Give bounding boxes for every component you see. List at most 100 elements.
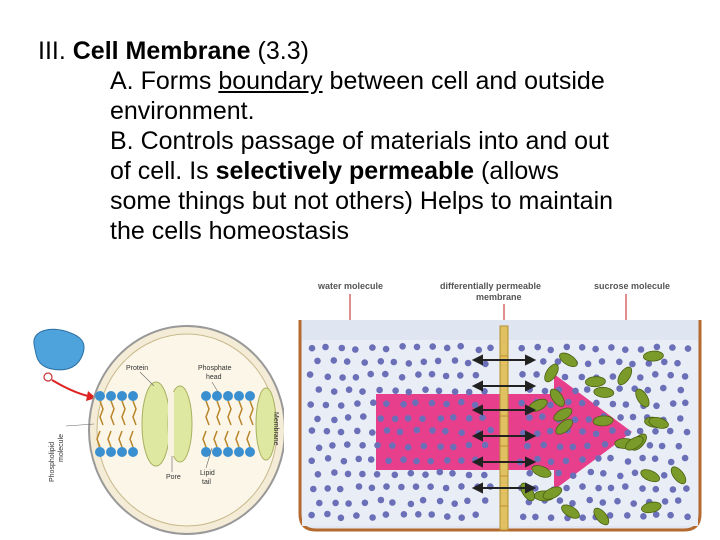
point-b-line-2: of cell. Is selectively permeable (allow… (38, 156, 698, 186)
water-molecule (684, 513, 691, 521)
water-molecule (563, 343, 571, 351)
water-molecule (532, 513, 539, 521)
bold-term: selectively permeable (215, 157, 475, 185)
water-molecule (419, 415, 426, 423)
water-molecule (428, 370, 436, 378)
water-molecule (344, 470, 352, 478)
label-diff-permeable-1: differentially permeable (440, 281, 541, 291)
water-molecule (377, 415, 384, 422)
water-molecule (377, 358, 385, 365)
water-molecule (667, 511, 674, 519)
water-molecule (540, 358, 547, 365)
water-molecule (518, 344, 525, 352)
water-molecule (435, 387, 443, 395)
water-molecule (609, 373, 617, 380)
label-phospholipid-1: Phospholipid (49, 442, 56, 482)
membrane-diagram: Protein Phosphate head Pore Lipid tail M… (33, 325, 284, 535)
sucrose-molecule (670, 466, 687, 485)
water-molecule (579, 483, 586, 490)
water-molecule (389, 442, 396, 449)
label-membrane: Membrane (272, 412, 279, 446)
water-molecule (482, 360, 489, 368)
water-molecule (382, 345, 390, 353)
water-molecule (617, 414, 624, 421)
water-molecules (306, 342, 692, 522)
water-molecule (629, 360, 636, 368)
sucrose-molecule (585, 376, 606, 388)
water-molecule (352, 374, 360, 381)
water-molecule (518, 399, 525, 407)
cell-icon (33, 328, 85, 371)
water-molecule (324, 373, 332, 381)
water-molecule (472, 511, 479, 518)
water-molecule (443, 344, 451, 352)
water-molecule (337, 428, 345, 436)
water-molecule (609, 400, 617, 408)
zoom-arrow (51, 379, 89, 397)
water-molecule (405, 388, 413, 396)
sucrose-molecule (640, 469, 661, 483)
water-molecule (457, 372, 464, 379)
water-molecule (354, 427, 361, 435)
phosphate-heads-top (95, 391, 255, 401)
water-molecule (360, 413, 367, 420)
water-molecule (464, 497, 471, 505)
water-molecule (339, 374, 346, 381)
water-molecule (444, 457, 451, 464)
water-molecule (449, 470, 456, 477)
water-molecule (390, 358, 398, 366)
water-molecule (308, 344, 316, 352)
water-molecule (369, 514, 376, 521)
water-molecule (345, 500, 352, 507)
water-molecule (389, 499, 396, 506)
water-molecule (368, 484, 376, 492)
water-molecule (607, 484, 615, 492)
sucrose-molecule (592, 415, 614, 427)
water-molecule (547, 458, 555, 466)
water-molecule (600, 470, 607, 477)
water-molecule (324, 485, 331, 492)
water-molecule (533, 371, 540, 378)
water-molecule (562, 457, 570, 465)
water-molecule (306, 371, 314, 378)
water-molecule (465, 415, 473, 422)
water-molecule (450, 443, 457, 451)
water-molecule (451, 388, 459, 395)
water-molecule (400, 511, 408, 518)
label-sucrose-molecule: sucrose molecule (594, 281, 670, 291)
water-molecule (465, 388, 473, 396)
water-molecule (458, 514, 465, 521)
water-molecule (681, 373, 689, 380)
water-molecule (683, 485, 690, 492)
water-molecule (684, 345, 692, 352)
water-molecule (316, 499, 323, 507)
water-molecule (546, 427, 554, 435)
membrane-arrows (471, 354, 537, 494)
water-molecule (396, 428, 404, 436)
water-molecule (400, 456, 407, 463)
water-molecule (308, 427, 316, 434)
water-molecule (616, 358, 623, 366)
water-molecule (681, 454, 689, 462)
water-molecule (669, 486, 677, 493)
water-molecule (584, 360, 592, 368)
heading-title: Cell Membrane (72, 37, 251, 65)
water-molecule (614, 497, 621, 505)
label-lipid-tail-2: tail (202, 479, 211, 486)
water-molecule (344, 441, 351, 448)
water-molecule (578, 399, 586, 407)
water-molecule (457, 342, 464, 350)
water-molecule (607, 454, 614, 462)
water-molecule (569, 472, 577, 479)
water-molecule (429, 343, 436, 350)
water-molecule (415, 511, 422, 518)
water-molecule (556, 443, 564, 451)
water-molecule (629, 413, 637, 421)
water-molecule (572, 387, 579, 395)
water-molecule (412, 483, 420, 490)
water-molecule (434, 357, 442, 365)
sucrose-molecule (643, 350, 664, 362)
water-molecule (547, 401, 554, 409)
point-b-line-1: B. Controls passage of materials into an… (110, 127, 609, 155)
water-molecule (481, 471, 488, 479)
